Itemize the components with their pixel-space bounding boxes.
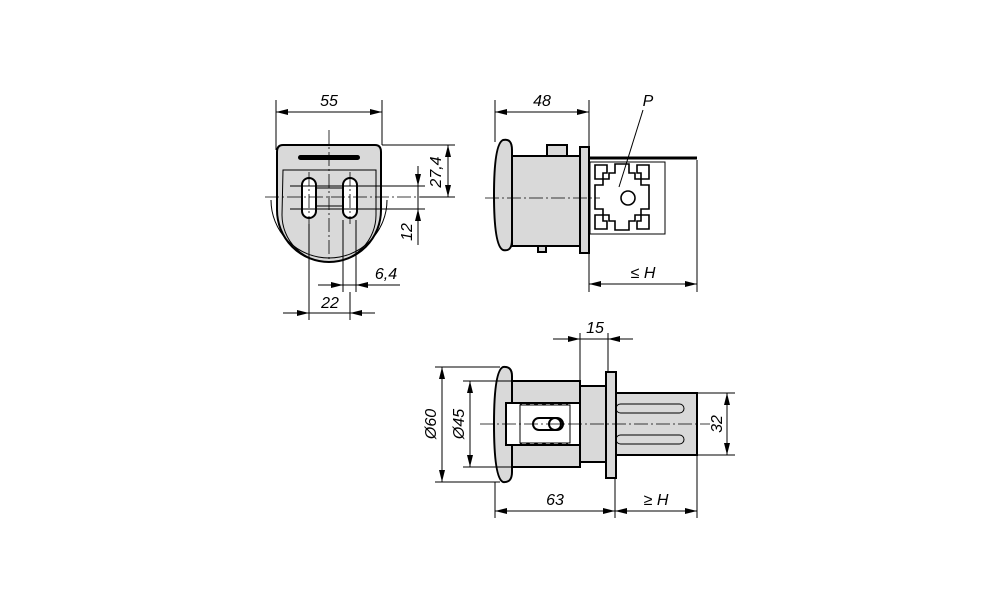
body — [511, 155, 581, 247]
section-flange — [605, 371, 617, 479]
dim-body-diameter: Ø45 — [451, 409, 468, 440]
profile-label: P — [643, 93, 654, 110]
dim-height-offset: 27,4 — [428, 156, 445, 188]
section-cap — [492, 365, 513, 484]
dim-width: 55 — [320, 93, 338, 110]
dim-max-height: ≤ H — [631, 265, 656, 282]
dim-flange-offset: 15 — [586, 320, 604, 337]
dim-slot-spacing: 22 — [320, 295, 339, 312]
dim-min-height: ≥ H — [644, 492, 669, 509]
cap — [492, 138, 513, 252]
dim-length: 48 — [533, 93, 551, 110]
aluminium-profile — [589, 161, 666, 235]
dim-slot-width: 6,4 — [375, 266, 397, 283]
flange — [579, 146, 590, 254]
dim-rod-width: 32 — [709, 415, 726, 433]
dim-cap-diameter: Ø60 — [423, 409, 440, 440]
dim-total-length: 63 — [546, 492, 564, 509]
front-view: 55 27,4 12 6,4 22 — [265, 93, 455, 320]
dim-slot-length: 12 — [399, 223, 416, 241]
side-view: 48 P ≤ H — [485, 93, 698, 292]
section-view: 15 Ø60 Ø45 32 63 ≥ H — [423, 320, 735, 518]
